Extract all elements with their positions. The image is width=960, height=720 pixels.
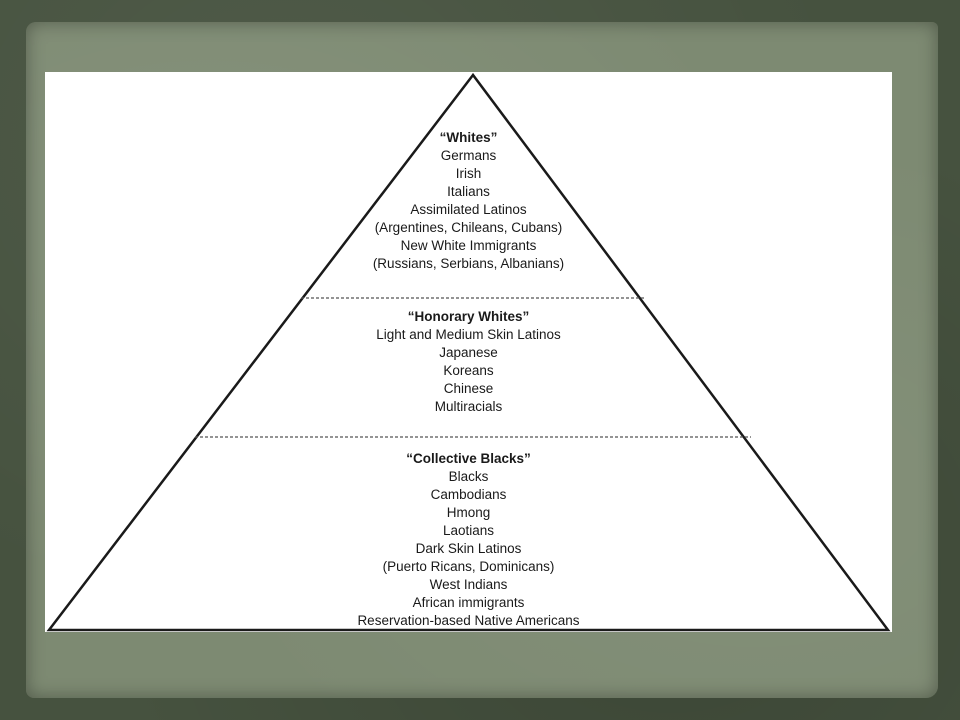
- tier-item: (Argentines, Chileans, Cubans): [374, 220, 563, 235]
- tier-collective-blacks: “Collective Blacks” Blacks Cambodians Hm…: [45, 450, 892, 630]
- tier-item: (Puerto Ricans, Dominicans): [382, 559, 555, 574]
- tier-title: “Honorary Whites”: [407, 309, 530, 324]
- tier-item: Light and Medium Skin Latinos: [376, 327, 561, 342]
- tier-item: Laotians: [442, 523, 495, 538]
- tier-item: West Indians: [429, 577, 508, 592]
- tier-item: Chinese: [443, 381, 494, 396]
- tier-item: Assimilated Latinos: [410, 202, 527, 217]
- tier-item: Japanese: [439, 345, 498, 360]
- tier-item: Reservation-based Native Americans: [357, 613, 580, 628]
- tier-whites: “Whites” Germans Irish Italians Assimila…: [45, 129, 892, 273]
- tier-title: “Whites”: [439, 130, 498, 145]
- pyramid-diagram: [46, 72, 891, 632]
- tier-item: Irish: [455, 166, 482, 181]
- tier-item: Multiracials: [434, 399, 503, 414]
- pyramid-outline: [46, 72, 891, 632]
- tier-item: Dark Skin Latinos: [415, 541, 522, 556]
- tier-item: Blacks: [448, 469, 489, 484]
- tier-item: Hmong: [446, 505, 491, 520]
- tier-item: African immigrants: [412, 595, 525, 610]
- diagram-canvas: “Whites” Germans Irish Italians Assimila…: [45, 72, 892, 632]
- tier-item: (Russians, Serbians, Albanians): [372, 256, 565, 271]
- tier-item: New White Immigrants: [400, 238, 537, 253]
- tier-item: Cambodians: [430, 487, 507, 502]
- tier-item: Germans: [440, 148, 497, 163]
- tier-honorary-whites: “Honorary Whites” Light and Medium Skin …: [45, 308, 892, 416]
- tier-title: “Collective Blacks”: [406, 451, 531, 466]
- tier-item: Koreans: [443, 363, 494, 378]
- tier-item: Italians: [447, 184, 490, 199]
